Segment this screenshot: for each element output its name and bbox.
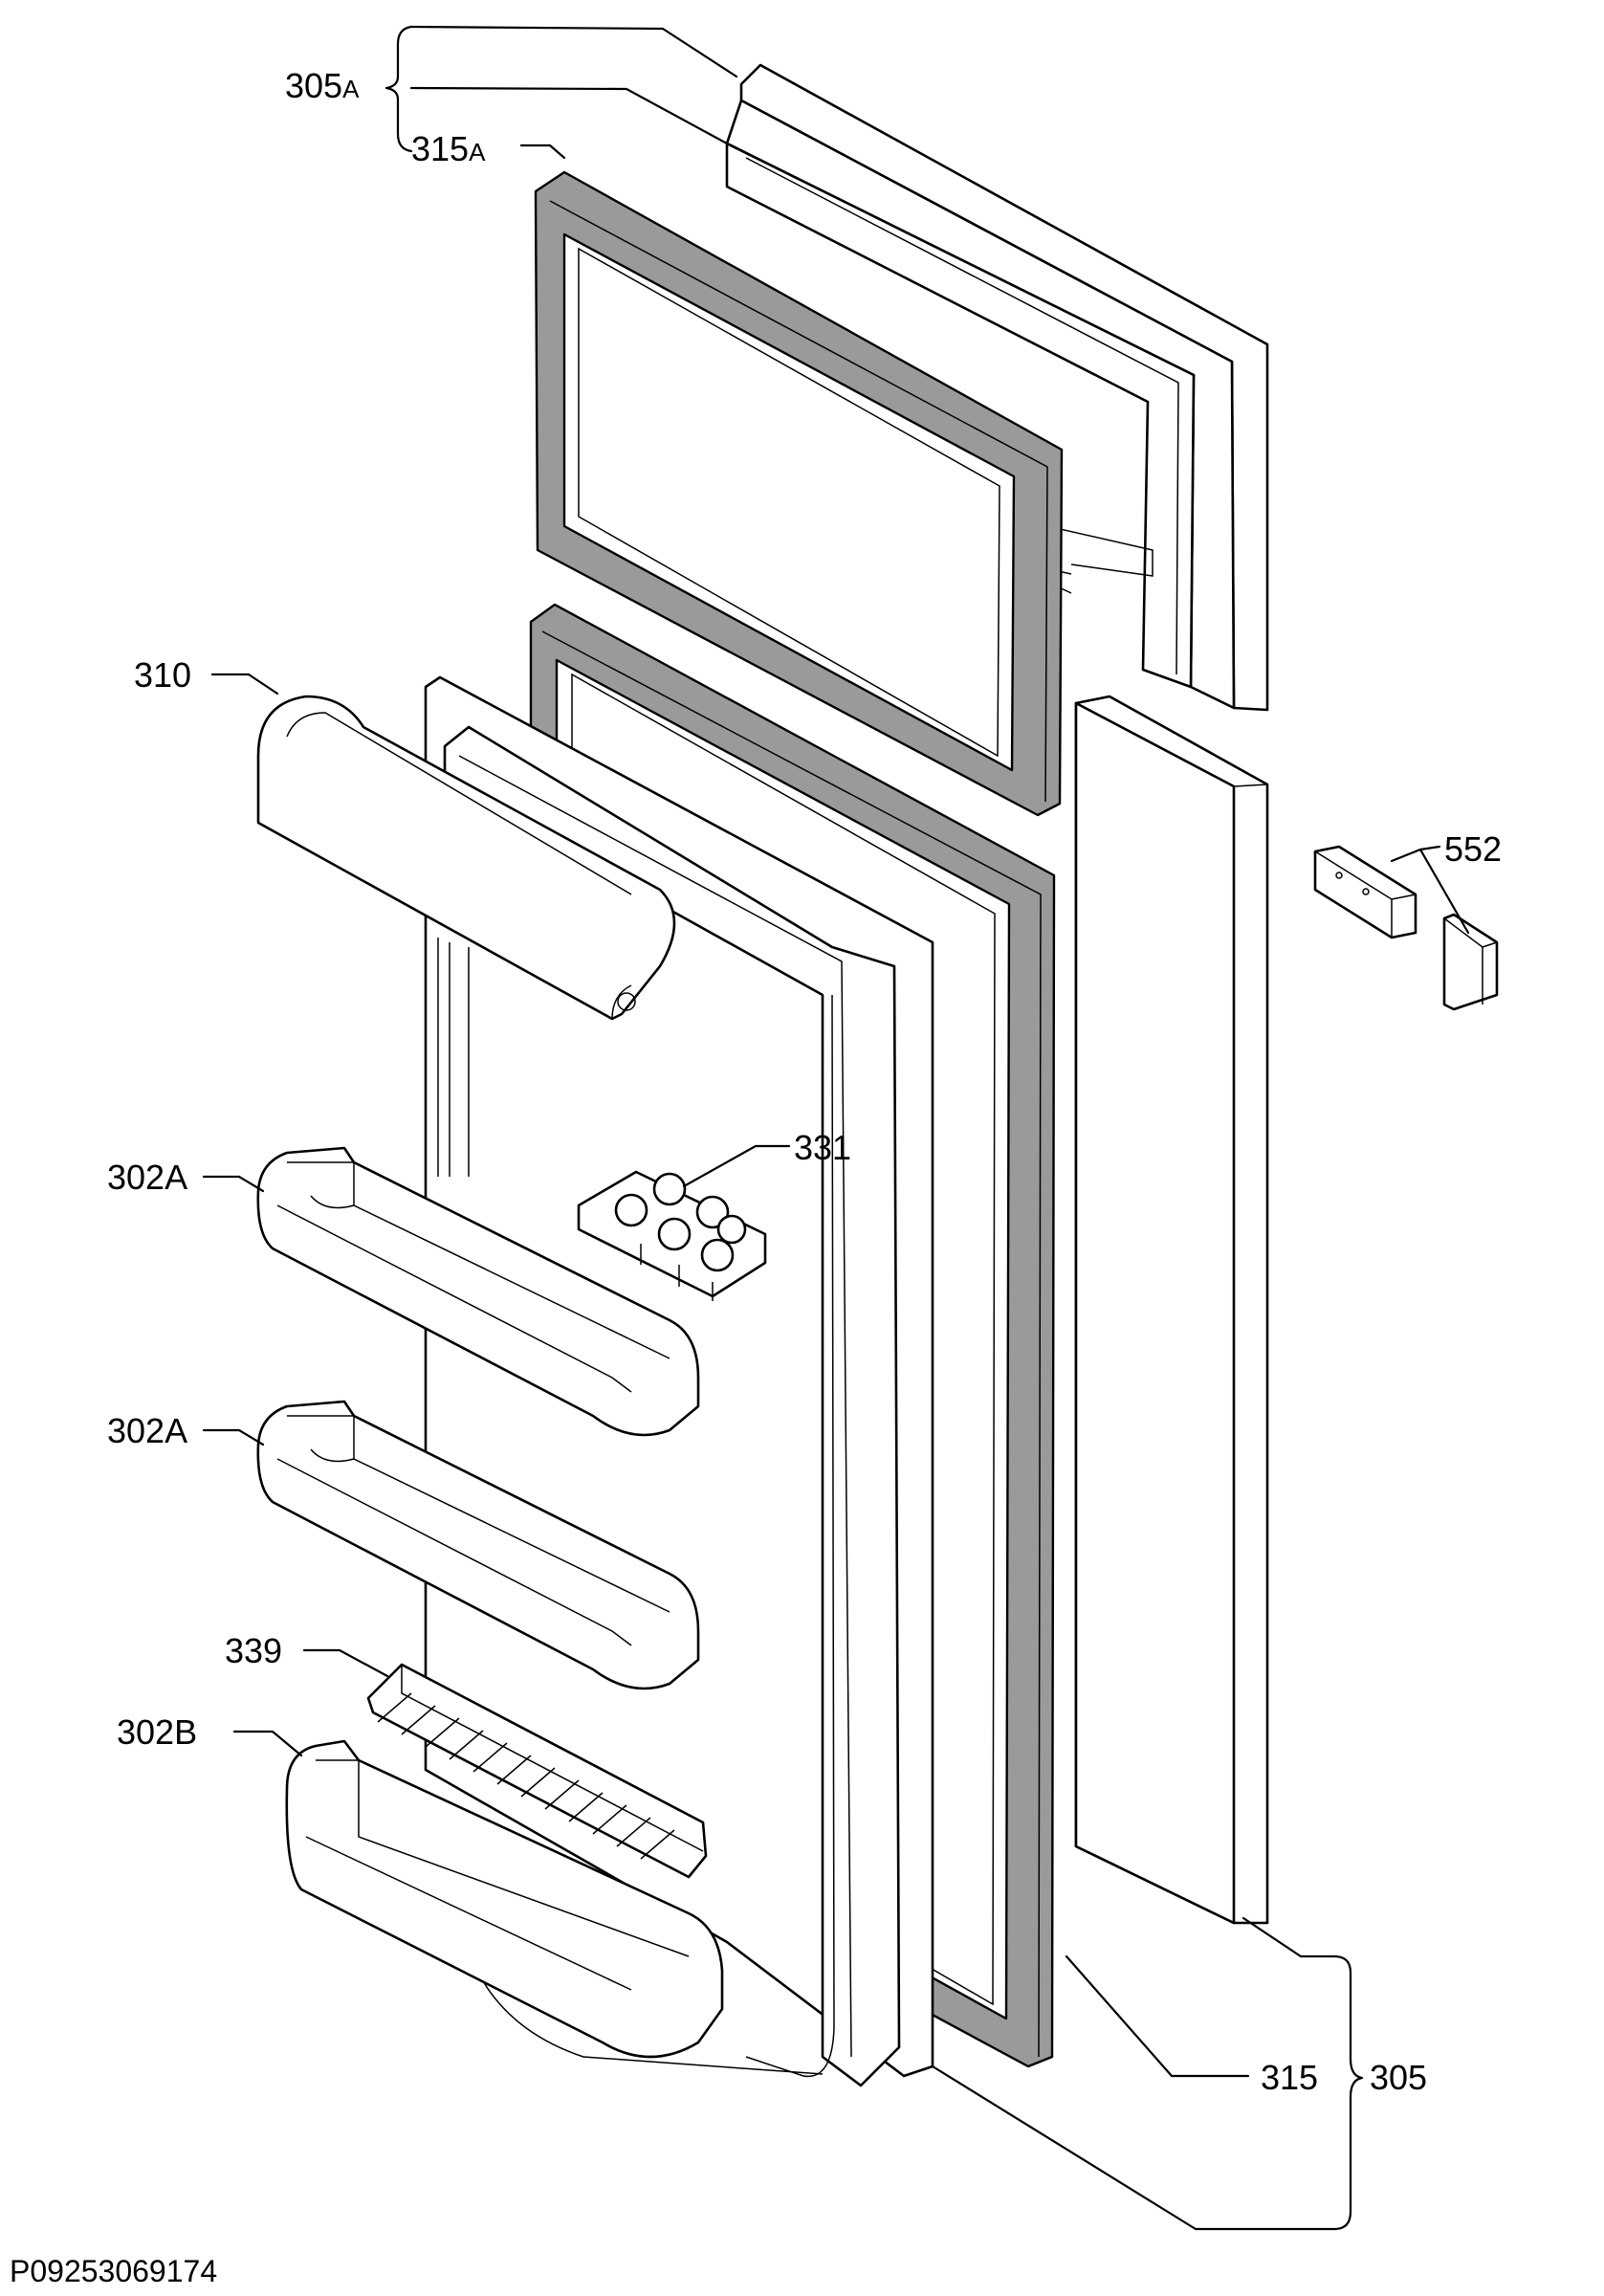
label-305a: 305A bbox=[285, 66, 360, 105]
label-302a-middle: 302A bbox=[107, 1411, 187, 1450]
part-labels: 305A 315A 310 552 331 302A 302A 339 302B… bbox=[10, 66, 1502, 2288]
upper-door-gasket bbox=[534, 170, 1064, 817]
label-305: 305 bbox=[1370, 2058, 1427, 2097]
drawing-number: P09253069174 bbox=[10, 2254, 217, 2288]
label-315: 315 bbox=[1261, 2058, 1318, 2097]
leader-lines bbox=[202, 25, 1470, 2231]
label-302a-top: 302A bbox=[107, 1158, 187, 1197]
bottle-shelf bbox=[285, 1739, 724, 2059]
door-shelf-2 bbox=[256, 1400, 700, 1690]
lower-door-panel bbox=[1074, 695, 1269, 1925]
bottle-retainer bbox=[366, 1663, 708, 1879]
egg-tray bbox=[577, 1170, 767, 1301]
door-shelf-1 bbox=[256, 1146, 700, 1437]
label-315a: 315A bbox=[411, 129, 486, 168]
door-handle bbox=[256, 695, 676, 1021]
label-331: 331 bbox=[794, 1128, 851, 1167]
label-552: 552 bbox=[1444, 829, 1502, 869]
label-310: 310 bbox=[134, 655, 191, 695]
label-339: 339 bbox=[225, 1631, 282, 1670]
label-302b: 302B bbox=[117, 1712, 197, 1752]
hinge-bracket bbox=[1313, 845, 1499, 1011]
